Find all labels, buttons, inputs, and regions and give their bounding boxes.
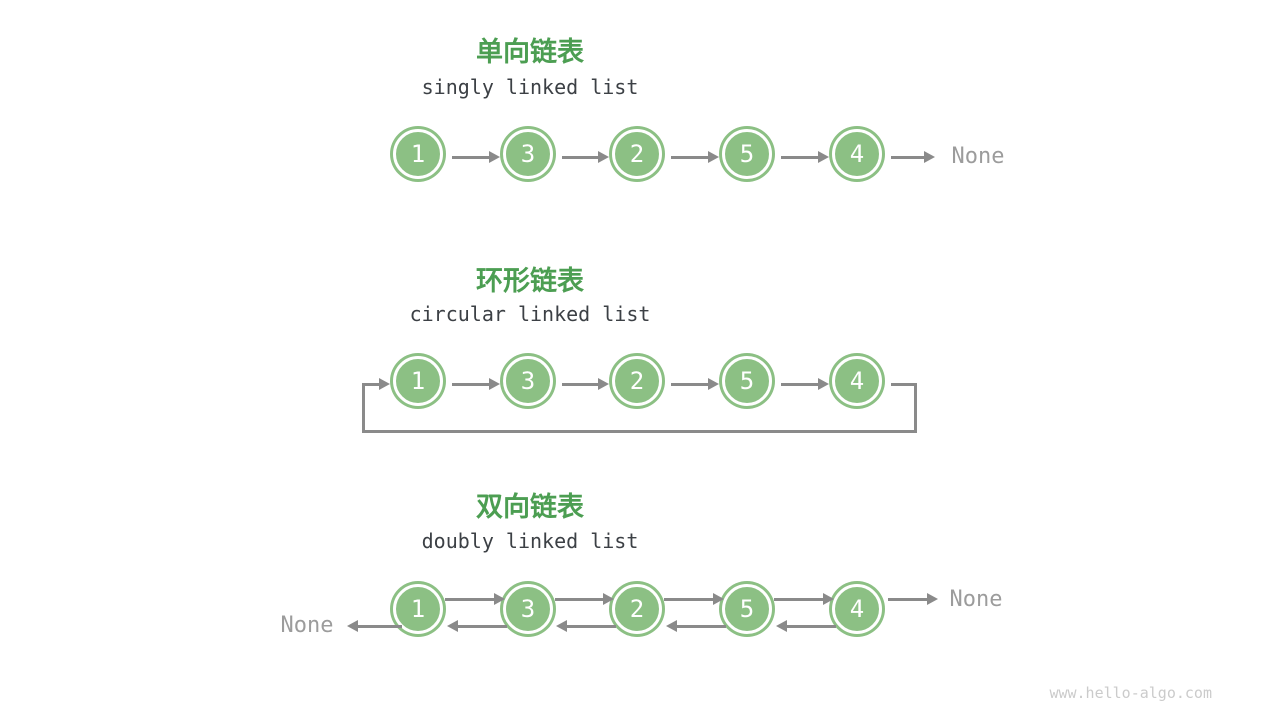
loop-connector-line: [891, 383, 917, 386]
next-arrow-icon: [664, 593, 724, 605]
circular-node-1: 1: [393, 356, 443, 406]
section-title-doubly-zh: 双向链表: [476, 492, 584, 522]
singly-node-2: 3: [503, 129, 553, 179]
circular-node-3: 2: [612, 356, 662, 406]
section-title-circular-en: circular linked list: [409, 302, 651, 326]
next-arrow-icon: [888, 593, 938, 605]
next-arrow-icon: [671, 151, 719, 163]
next-arrow-icon: [562, 151, 609, 163]
doubly-node-1: 1: [393, 584, 443, 634]
circular-node-5: 4: [832, 356, 882, 406]
doubly-node-3: 2: [612, 584, 662, 634]
section-title-singly-zh: 单向链表: [476, 37, 584, 67]
next-arrow-icon: [452, 151, 500, 163]
prev-arrow-icon: [556, 620, 616, 632]
singly-node-5: 4: [832, 129, 882, 179]
singly-tail-none-label: None: [951, 144, 1005, 169]
prev-arrow-icon: [347, 620, 402, 632]
singly-node-4: 5: [722, 129, 772, 179]
next-arrow-icon: [562, 378, 609, 390]
watermark: www.hello-algo.com: [1049, 684, 1212, 702]
next-arrow-icon: [781, 378, 829, 390]
next-arrow-icon: [891, 151, 935, 163]
circular-node-4: 5: [722, 356, 772, 406]
doubly-head-none-label: None: [280, 613, 334, 638]
next-arrow-icon: [555, 593, 614, 605]
section-title-doubly-en: doubly linked list: [421, 529, 639, 553]
next-arrow-icon: [781, 151, 829, 163]
loop-arrow-icon: [362, 378, 390, 390]
next-arrow-icon: [452, 378, 500, 390]
section-title-circular-zh: 环形链表: [476, 266, 584, 296]
loop-back-path: [362, 385, 917, 433]
circular-node-2: 3: [503, 356, 553, 406]
doubly-node-2: 3: [503, 584, 553, 634]
next-arrow-icon: [774, 593, 834, 605]
prev-arrow-icon: [447, 620, 507, 632]
prev-arrow-icon: [776, 620, 836, 632]
next-arrow-icon: [671, 378, 719, 390]
next-arrow-icon: [445, 593, 505, 605]
prev-arrow-icon: [666, 620, 726, 632]
section-title-singly-en: singly linked list: [421, 75, 639, 99]
doubly-node-4: 5: [722, 584, 772, 634]
doubly-tail-none-label: None: [949, 587, 1003, 612]
doubly-node-5: 4: [832, 584, 882, 634]
singly-node-3: 2: [612, 129, 662, 179]
singly-node-1: 1: [393, 129, 443, 179]
